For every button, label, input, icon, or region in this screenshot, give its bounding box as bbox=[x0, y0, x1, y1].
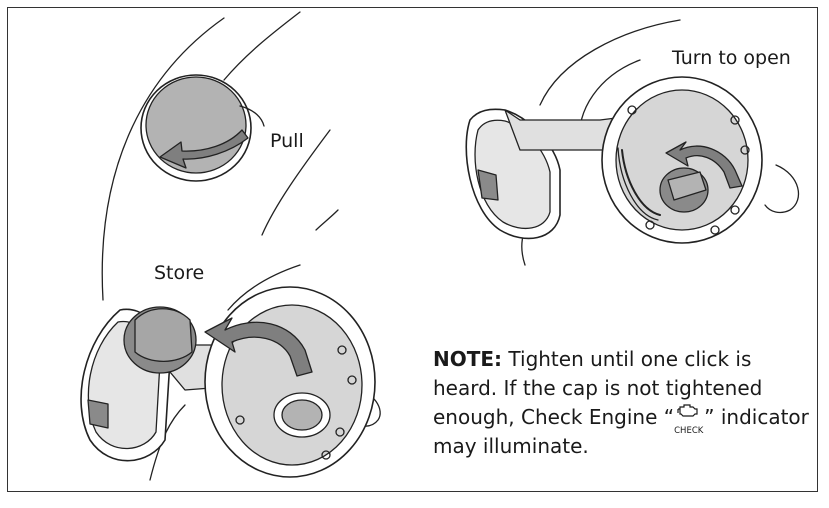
note-text: NOTE: Tighten until one click is heard. … bbox=[433, 345, 813, 461]
engine-icon-shape bbox=[677, 404, 698, 417]
note-text-after-icon: ” indicator may illuminate. bbox=[433, 405, 809, 458]
turn-panel bbox=[465, 19, 800, 266]
store-label: Store bbox=[154, 262, 205, 284]
pull-label: Pull bbox=[270, 130, 304, 152]
figure-frame bbox=[7, 7, 818, 492]
store-panel bbox=[80, 264, 381, 481]
store-arrow bbox=[204, 317, 313, 377]
engine-icon: CHECK bbox=[674, 404, 704, 436]
turn-arrow bbox=[665, 141, 743, 189]
turn-to-open-label: Turn to open bbox=[672, 47, 791, 69]
note-text-before-icon: Tighten until one click is heard. If the… bbox=[433, 347, 763, 429]
pull-arrow bbox=[159, 129, 249, 169]
pull-panel bbox=[101, 11, 339, 301]
engine-icon-label: CHECK bbox=[674, 426, 704, 436]
note-prefix: NOTE: bbox=[433, 347, 503, 371]
